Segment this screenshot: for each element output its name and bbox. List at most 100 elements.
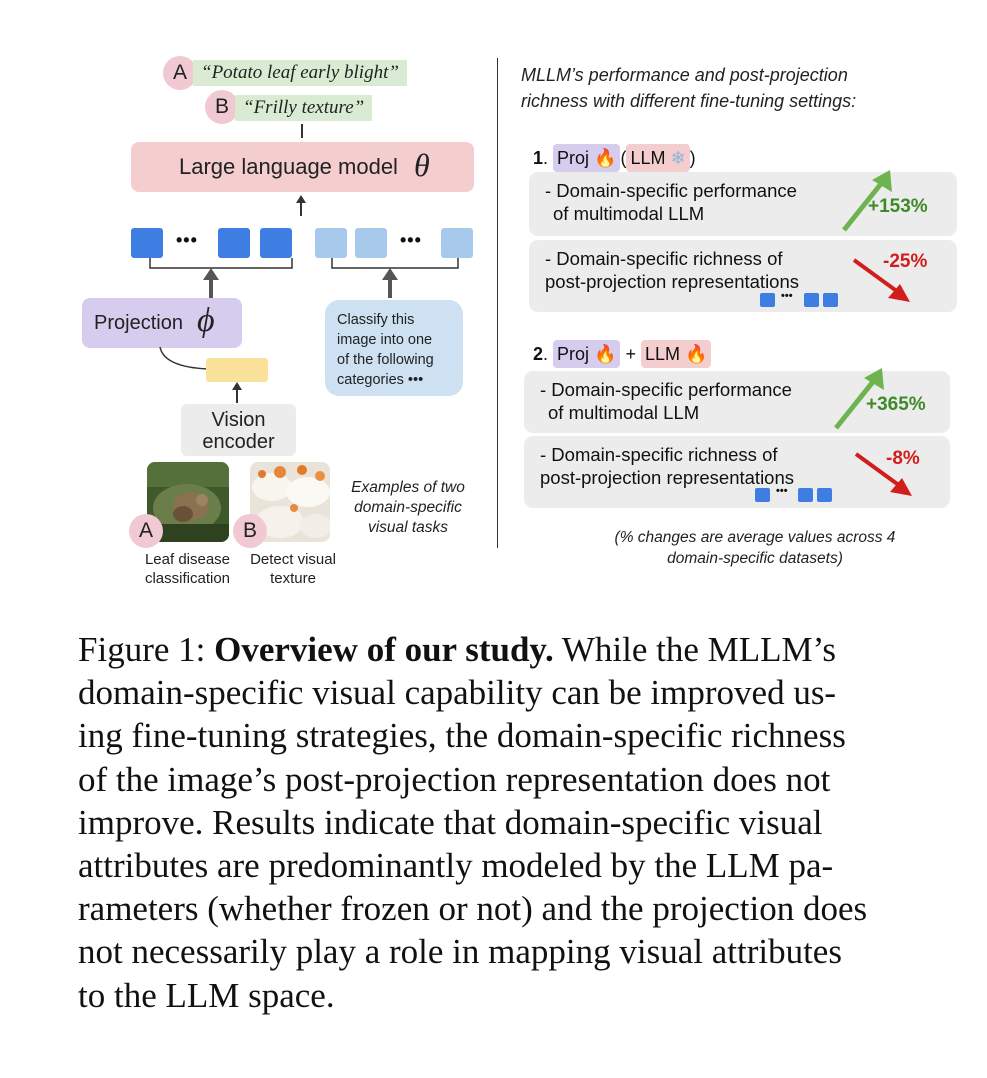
s1-richness-card: - Domain-specific richness of post-proje…	[529, 240, 957, 312]
prompt-line: Classify this	[337, 312, 415, 328]
examples-text-line: Examples of two	[351, 479, 465, 496]
fire-icon: 🔥	[685, 344, 708, 364]
mini-token	[798, 488, 813, 502]
output-a-tag: “Potato leaf early blight”	[193, 60, 407, 86]
llm-chip: LLM 🔥	[641, 340, 712, 368]
caption-line: rameters (whether frozen or not) and the…	[78, 889, 868, 929]
footnote-line: domain-specific datasets)	[667, 550, 843, 567]
text-token	[315, 228, 347, 258]
projection-box: Projection ϕ	[82, 298, 242, 348]
llm-box: Large language model θ	[131, 142, 474, 192]
leaf-image	[147, 462, 229, 542]
down-arrow-icon	[852, 258, 910, 302]
fire-icon: 🔥	[594, 148, 617, 168]
caption-line: to the LLM space.	[78, 975, 335, 1015]
example-a-caption: Leaf disease classification	[130, 550, 245, 588]
caption-line: not necessarily play a role in mapping v…	[78, 932, 842, 972]
plus-sign: +	[625, 344, 637, 364]
setting-2-number: 2	[533, 344, 544, 364]
caption-line: Figure 1: Overview of our study. While t…	[78, 628, 948, 671]
figure-caption: Figure 1: Overview of our study. While t…	[78, 628, 948, 1017]
s2-performance-change: +365%	[866, 394, 926, 415]
llm-chip-label: LLM	[630, 148, 666, 168]
visual-token	[260, 228, 292, 258]
embedding-connector	[159, 346, 209, 370]
examples-text-line: visual tasks	[367, 519, 449, 536]
vision-encoder-line: Vision	[211, 409, 266, 431]
visual-token	[218, 228, 250, 258]
caption-line: improve. Results indicate that domain-sp…	[78, 802, 823, 842]
prompt-line: image into one	[337, 332, 433, 348]
perf-line: - Domain-specific performance	[540, 379, 792, 400]
proj-label: Proj	[557, 148, 590, 168]
tokens-to-llm-arrow	[296, 195, 306, 216]
caption-text: While the MLLM’s	[553, 630, 836, 669]
rich-line: - Domain-specific richness of	[540, 444, 778, 465]
caption-line: domain-specific visual capability can be…	[78, 673, 837, 713]
panel-footnote: (% changes are average values across 4 d…	[545, 527, 965, 569]
example-a-caption-line: Leaf disease	[144, 551, 231, 568]
llm-chip: LLM ❄	[626, 144, 690, 172]
perf-line: of multimodal LLM	[553, 203, 705, 224]
visual-embedding	[206, 358, 268, 382]
text-token	[355, 228, 387, 258]
snowflake-icon: ❄	[670, 148, 686, 168]
texture-image	[250, 462, 330, 542]
example-b-caption-line: Detect visual	[250, 551, 336, 568]
s1-performance-change: +153%	[868, 196, 928, 217]
llm-label: Large language model	[179, 154, 398, 179]
encoder-to-embedding-arrow	[232, 382, 242, 403]
label-b-example: B	[233, 514, 267, 548]
mini-token	[817, 488, 832, 502]
examples-text-line: domain-specific	[354, 499, 462, 516]
example-b-caption-line: texture	[270, 570, 316, 587]
label-b-output: B	[205, 90, 239, 124]
mini-token-dots: •••	[776, 485, 788, 497]
prompt-line: categories •••	[337, 372, 424, 388]
prompt-bubble: Classify this image into one of the foll…	[325, 300, 463, 396]
s2-performance-card: - Domain-specific performance of multimo…	[524, 371, 950, 433]
text-token-dots: •••	[400, 230, 422, 250]
caption-label: Figure 1:	[78, 630, 215, 669]
rich-line: post-projection representations	[545, 271, 800, 292]
vision-encoder-box: Vision encoder	[181, 404, 296, 456]
setting-1-number: 1	[533, 148, 544, 168]
output-b-tag: “Frilly texture”	[235, 95, 373, 121]
phi-symbol: ϕ	[197, 302, 215, 339]
s1-performance-card: - Domain-specific performance of multimo…	[529, 172, 957, 236]
perf-line: - Domain-specific performance	[545, 180, 797, 201]
caption-line: of the image’s post-projection represent…	[78, 759, 831, 799]
s2-richness-change: -8%	[886, 448, 920, 469]
up-arrow-icon	[834, 368, 884, 430]
panel-title-line: MLLM’s performance and post-projection	[521, 65, 848, 85]
vision-encoder-line: encoder	[202, 431, 275, 453]
caption-bold-title: Overview of our study.	[214, 630, 554, 669]
projection-label: Projection	[94, 312, 183, 334]
perf-line: of multimodal LLM	[548, 402, 700, 423]
examples-text: Examples of two domain-specific visual t…	[333, 478, 483, 538]
label-a-output: A	[163, 56, 197, 90]
mini-token-dots: •••	[781, 290, 793, 302]
proj-chip: Proj 🔥	[553, 144, 621, 172]
texture-photo	[250, 462, 330, 542]
panel-divider	[497, 58, 498, 548]
leaf-photo	[147, 462, 229, 542]
s1-richness-change: -25%	[883, 251, 928, 272]
llm-chip-label: LLM	[645, 344, 681, 364]
up-arrow-icon	[842, 170, 892, 232]
visual-token-dots: •••	[176, 230, 198, 250]
fire-icon: 🔥	[594, 344, 617, 364]
caption-line: ing fine-tuning strategies, the domain-s…	[78, 716, 846, 756]
token-brackets	[149, 258, 459, 298]
proj-label: Proj	[557, 344, 590, 364]
rich-line: - Domain-specific richness of	[545, 248, 783, 269]
setting-2-header: 2. Proj 🔥 + LLM 🔥	[533, 340, 712, 368]
mini-token	[760, 293, 775, 307]
panel-title: MLLM’s performance and post-projection r…	[521, 62, 961, 114]
label-a-example: A	[129, 514, 163, 548]
text-token	[441, 228, 473, 258]
caption-line: attributes are predominantly modeled by …	[78, 846, 834, 886]
setting-1-header: 1. Proj 🔥(LLM ❄)	[533, 144, 696, 172]
example-a-caption-line: classification	[144, 570, 231, 587]
example-b-caption: Detect visual texture	[238, 550, 348, 588]
